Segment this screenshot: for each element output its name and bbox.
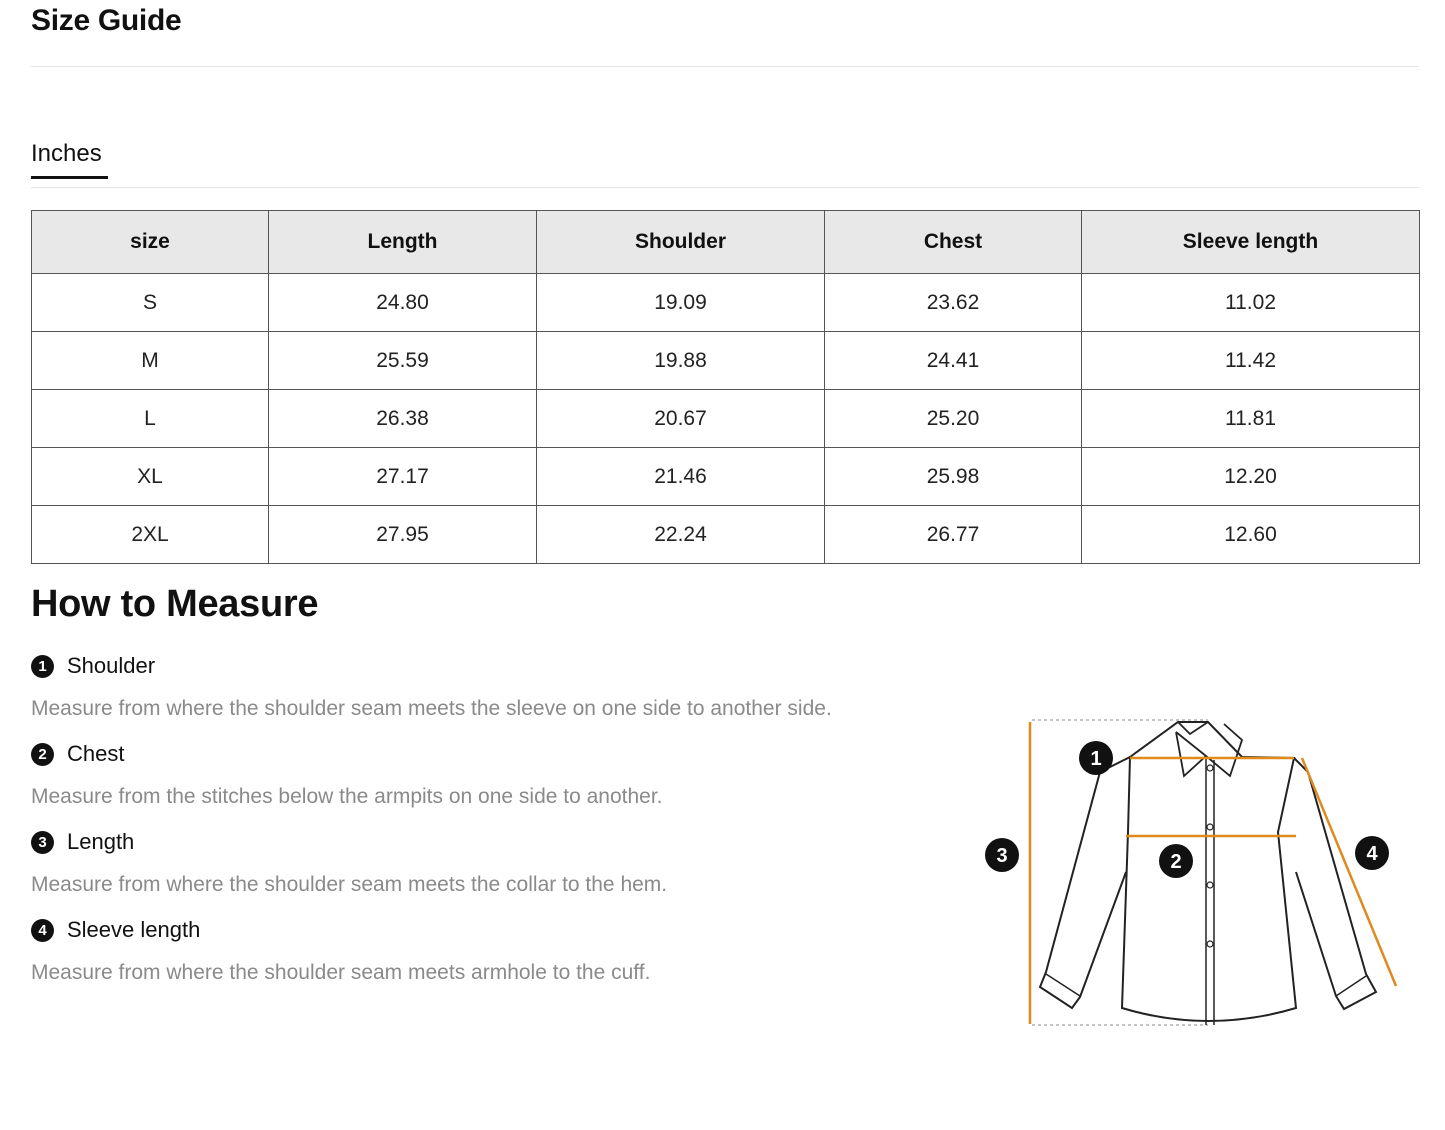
- cell-size: XL: [31, 447, 269, 506]
- cell-length: 27.17: [268, 447, 537, 506]
- cell-length: 26.38: [268, 389, 537, 448]
- measure-label: Sleeve length: [67, 917, 201, 942]
- measure-item-length: 3 Length: [31, 829, 134, 855]
- cell-size: S: [31, 273, 269, 332]
- cell-chest: 25.98: [824, 447, 1082, 506]
- cell-length: 27.95: [268, 505, 537, 564]
- measure-item-sleeve-length: 4 Sleeve length: [31, 917, 200, 943]
- number-4-icon: 4: [31, 918, 54, 942]
- cell-shoulder: 20.67: [536, 389, 825, 448]
- shirt-measurement-diagram-icon: 1 2 3 4: [985, 719, 1398, 1026]
- unit-tabs: Inches: [31, 140, 1419, 188]
- table-row: M 25.59 19.88 24.41 11.42: [31, 331, 1420, 390]
- cell-shoulder: 22.24: [536, 505, 825, 564]
- header-size: size: [31, 210, 269, 274]
- measure-item-chest: 2 Chest: [31, 741, 124, 767]
- measure-label: Length: [67, 829, 135, 854]
- diagram-marker-2: 2: [1170, 851, 1181, 873]
- measure-label: Chest: [67, 741, 125, 766]
- cell-chest: 25.20: [824, 389, 1082, 448]
- measure-item-shoulder: 1 Shoulder: [31, 653, 155, 679]
- cell-sleeve-length: 11.42: [1081, 331, 1420, 390]
- number-3-icon: 3: [31, 830, 54, 854]
- cell-chest: 26.77: [824, 505, 1082, 564]
- header-length: Length: [268, 210, 537, 274]
- cell-sleeve-length: 12.60: [1081, 505, 1420, 564]
- header-sleeve-length: Sleeve length: [1081, 210, 1420, 274]
- table-row: S 24.80 19.09 23.62 11.02: [31, 273, 1420, 332]
- measure-description: Measure from the stitches below the armp…: [31, 785, 663, 808]
- cell-sleeve-length: 11.02: [1081, 273, 1420, 332]
- table-row: XL 27.17 21.46 25.98 12.20: [31, 447, 1420, 506]
- cell-length: 25.59: [268, 331, 537, 390]
- cell-size: L: [31, 389, 269, 448]
- table-row: L 26.38 20.67 25.20 11.81: [31, 389, 1420, 448]
- table-row: 2XL 27.95 22.24 26.77 12.60: [31, 505, 1420, 564]
- cell-length: 24.80: [268, 273, 537, 332]
- diagram-marker-3: 3: [996, 845, 1007, 867]
- tab-inches[interactable]: Inches: [31, 140, 108, 179]
- tab-active-indicator: [31, 176, 108, 179]
- measure-description: Measure from where the shoulder seam mee…: [31, 697, 832, 720]
- size-table: size Length Shoulder Chest Sleeve length…: [31, 210, 1420, 564]
- cell-sleeve-length: 12.20: [1081, 447, 1420, 506]
- header-shoulder: Shoulder: [536, 210, 825, 274]
- measure-description: Measure from where the shoulder seam mee…: [31, 873, 668, 896]
- cell-size: M: [31, 331, 269, 390]
- table-header-row: size Length Shoulder Chest Sleeve length: [31, 210, 1420, 274]
- number-1-icon: 1: [31, 654, 54, 678]
- cell-shoulder: 19.88: [536, 331, 825, 390]
- page-title: Size Guide: [31, 4, 182, 37]
- measure-description: Measure from where the shoulder seam mee…: [31, 961, 651, 984]
- header-chest: Chest: [824, 210, 1082, 274]
- tab-inches-label: Inches: [31, 140, 102, 167]
- how-to-measure-title: How to Measure: [31, 583, 319, 625]
- cell-shoulder: 19.09: [536, 273, 825, 332]
- title-divider: [31, 66, 1419, 67]
- cell-sleeve-length: 11.81: [1081, 389, 1420, 448]
- diagram-marker-1: 1: [1090, 748, 1101, 770]
- cell-chest: 24.41: [824, 331, 1082, 390]
- cell-shoulder: 21.46: [536, 447, 825, 506]
- diagram-marker-4: 4: [1366, 843, 1378, 865]
- number-2-icon: 2: [31, 742, 54, 766]
- cell-chest: 23.62: [824, 273, 1082, 332]
- measure-label: Shoulder: [67, 653, 156, 678]
- cell-size: 2XL: [31, 505, 269, 564]
